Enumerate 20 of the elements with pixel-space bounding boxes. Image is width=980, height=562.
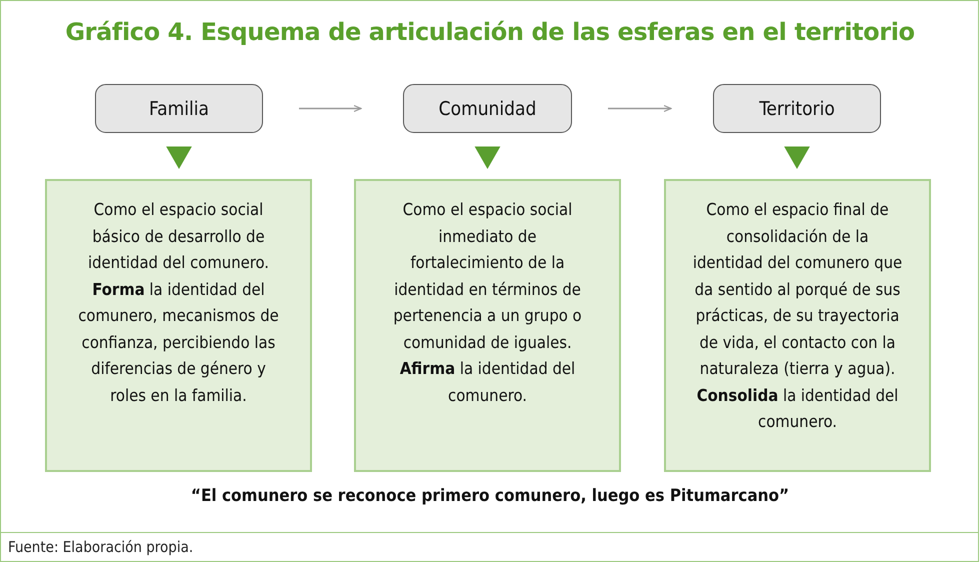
source-caption: Fuente: Elaboración propia. — [8, 538, 194, 556]
description-text: Como el espacio final de consolidación de la identidad del comunero que da sentido al porqué de sus prácticas, de su trayectoria de vida, el contacto con la naturaleza (tierra y agua). Consolida la identidad del comunero. — [692, 199, 903, 433]
description-text: Como el espacio social básico de desarrollo de identidad del comunero. Forma la identidad del comunero, mecanismos de confianza, percibiendo las diferencias de género y roles en la familia. — [77, 199, 280, 406]
title: Gráfico 4. Esquema de articulación de las esferas en el territorio — [64, 18, 916, 46]
description-box — [45, 179, 312, 472]
stage-label: Comunidad — [438, 98, 536, 120]
stage-box — [403, 84, 572, 133]
arrow — [784, 146, 810, 169]
stage-box — [713, 84, 881, 133]
description-box — [354, 179, 621, 472]
stage-box — [95, 84, 263, 133]
arrow — [166, 146, 192, 169]
arrow — [608, 104, 672, 112]
description-box — [664, 179, 931, 472]
description-text: Como el espacio social inmediato de fortalecimiento de la identidad en términos de pertenencia a un grupo o comunidad de iguales. Afirma la identidad del comunero. — [392, 199, 583, 406]
arrow — [299, 104, 362, 112]
stage-label: Territorio — [759, 98, 835, 120]
arrow — [474, 146, 500, 169]
stage-label: Familia — [149, 98, 209, 120]
quote-text: “El comunero se reconoce primero comunero, luego es Pitumarcano” — [190, 486, 790, 506]
